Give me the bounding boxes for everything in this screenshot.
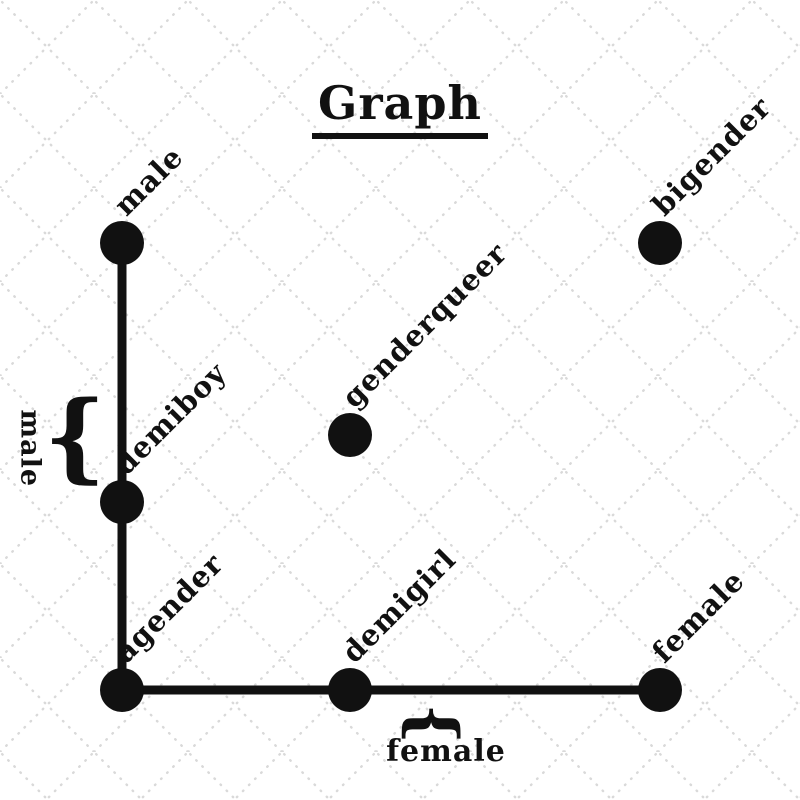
bottom-curly-brace-icon: { [396, 703, 472, 745]
bottom-brace-label: female [386, 734, 506, 769]
node-male [100, 221, 144, 265]
node-genderqueer [328, 413, 372, 457]
node-female [638, 668, 682, 712]
node-agender [100, 668, 144, 712]
node-demiboy [100, 480, 144, 524]
node-demigirl [328, 668, 372, 712]
node-bigender [638, 221, 682, 265]
page-title: Graph [0, 76, 800, 139]
page-title-text: Graph [312, 76, 488, 139]
left-curly-brace-icon: { [44, 380, 106, 493]
left-brace-label: male [14, 409, 46, 488]
